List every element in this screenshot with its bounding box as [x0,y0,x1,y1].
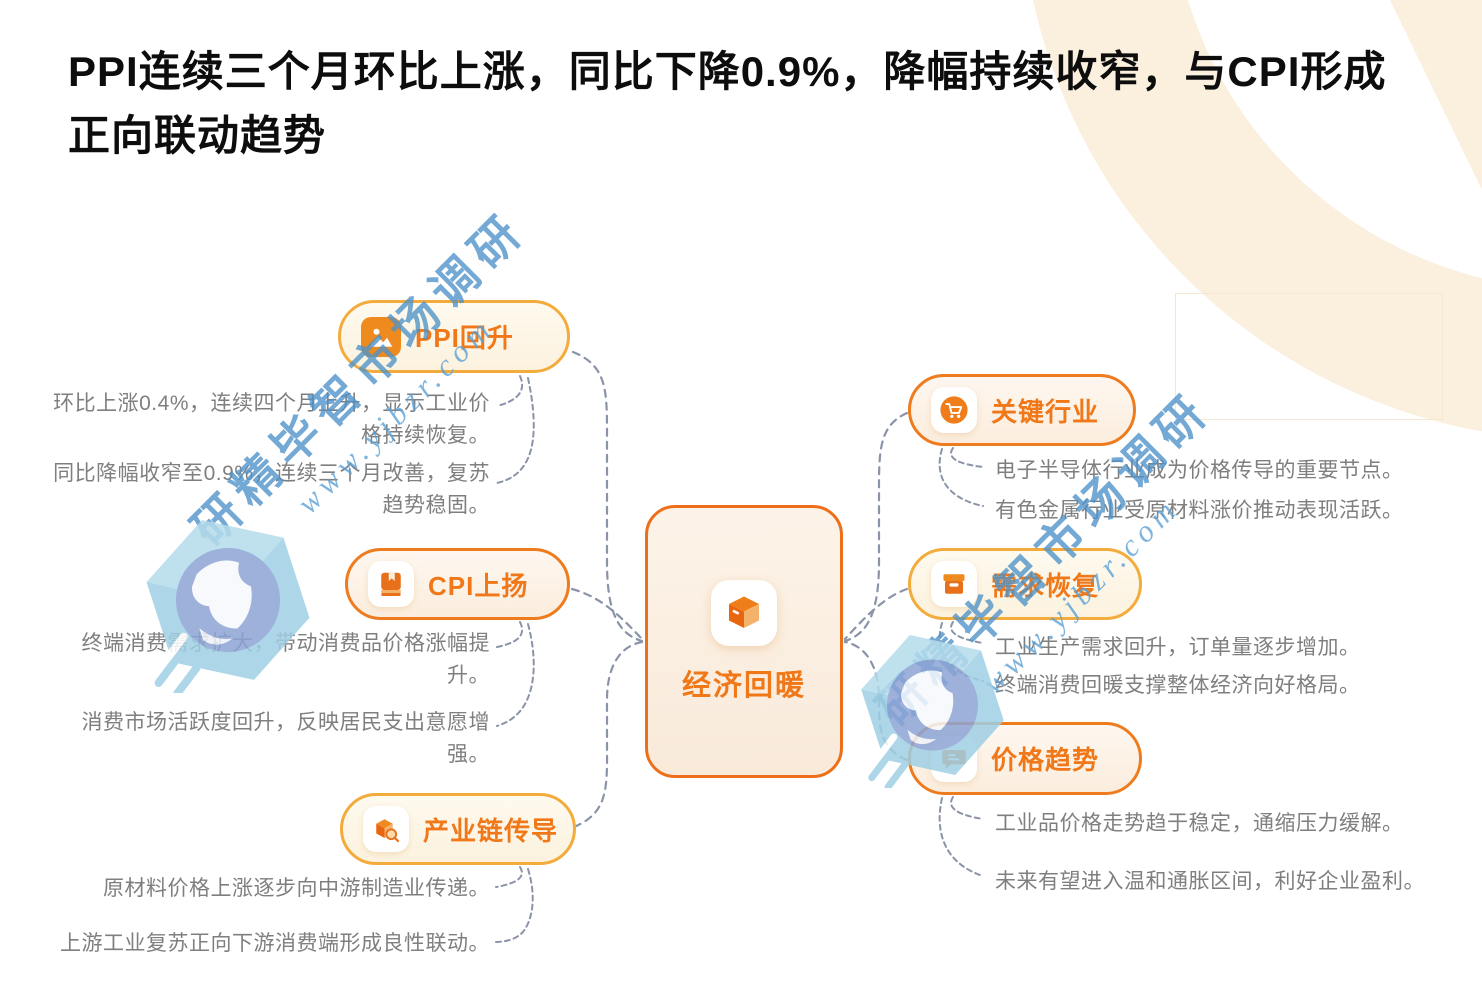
leaf-connector [938,622,984,682]
node-demand-recovery: 需求恢复 [908,548,1142,620]
leaf-note: 终端消费需求扩大，带动消费品价格涨幅提升。 [81,632,490,687]
leaf-note: 消费市场活跃度回升，反映居民支出意愿增强。 [81,711,490,766]
branch-connector [572,640,644,829]
center-node-label: 经济回暖 [681,669,806,702]
corner-square-decoration [1175,293,1443,420]
book-icon [368,561,414,607]
leaf-connector [496,375,524,407]
leaf-connector [495,866,523,888]
archive-box-icon [931,561,977,607]
leaf-connector [494,868,534,943]
leaf-connector [950,447,984,468]
leaf-note: 有色金属行业受原材料涨价推动表现活跃。 [995,499,1404,522]
leaf-note: 终端消费回暖支撑整体经济向好格局。 [995,674,1361,697]
node-label: CPI上扬 [428,570,529,601]
photo-icon [361,316,401,357]
leaf-connector [938,797,984,877]
node-key-industries: 关键行业 [908,374,1136,446]
leaf-note: 工业品价格走势趋于稳定，通缩压力缓解。 [995,812,1404,835]
page-title: PPI连续三个月环比上涨，同比下降0.9%，降幅持续收窄，与CPI形成正向联动趋… [68,48,1387,159]
branch-connector [843,411,909,643]
branch-connector [571,350,644,643]
node-industry-chain: 产业链传导 [340,793,576,865]
leaf-note: 原材料价格上涨逐步向中游制造业传递。 [103,877,490,900]
node-label: 需求恢复 [991,570,1100,601]
leaf-connector [496,377,535,484]
node-label: 关键行业 [991,396,1100,427]
branch-connector [570,587,644,641]
leaf-note: 同比降幅收窄至0.9%，连续三个月改善，复苏趋势稳固。 [53,462,490,517]
leaf-note: 环比上涨0.4%，连续四个月上升，显示工业价格持续恢复。 [53,392,490,447]
node-ppi-rising: PPI回升 [338,300,570,373]
leaf-connector [938,448,984,507]
node-cpi-rising: CPI上扬 [345,548,570,620]
box-search-icon [363,806,409,852]
leaf-note: 工业生产需求回升，订单量逐步增加。 [995,636,1361,659]
node-economic-recovery: 经济回暖 [645,505,843,778]
watermark-brand-text: 研精毕智市场调研 [181,201,536,556]
node-label: 价格趋势 [991,745,1100,775]
chat-bubble-icon [931,735,977,782]
leaf-note: 未来有望进入温和通胀区间，利好企业盈利。 [995,870,1425,893]
node-label: 产业链传导 [423,815,559,846]
branch-connector [843,587,909,641]
cart-icon [931,387,977,433]
branch-connector [843,640,909,762]
leaf-connector [496,621,524,648]
leaf-connector [496,623,535,727]
leaf-note: 上游工业复苏正向下游消费端形成良性联动。 [60,932,490,955]
leaf-connector [950,796,984,820]
node-price-trend: 价格趋势 [908,722,1142,795]
package-box-icon [711,579,777,646]
leaf-note: 电子半导体行业成为价格传导的重要节点。 [995,459,1404,482]
node-label: PPI回升 [415,323,514,353]
leaf-connector [950,621,984,644]
corner-wedge-decoration [1390,0,1482,190]
